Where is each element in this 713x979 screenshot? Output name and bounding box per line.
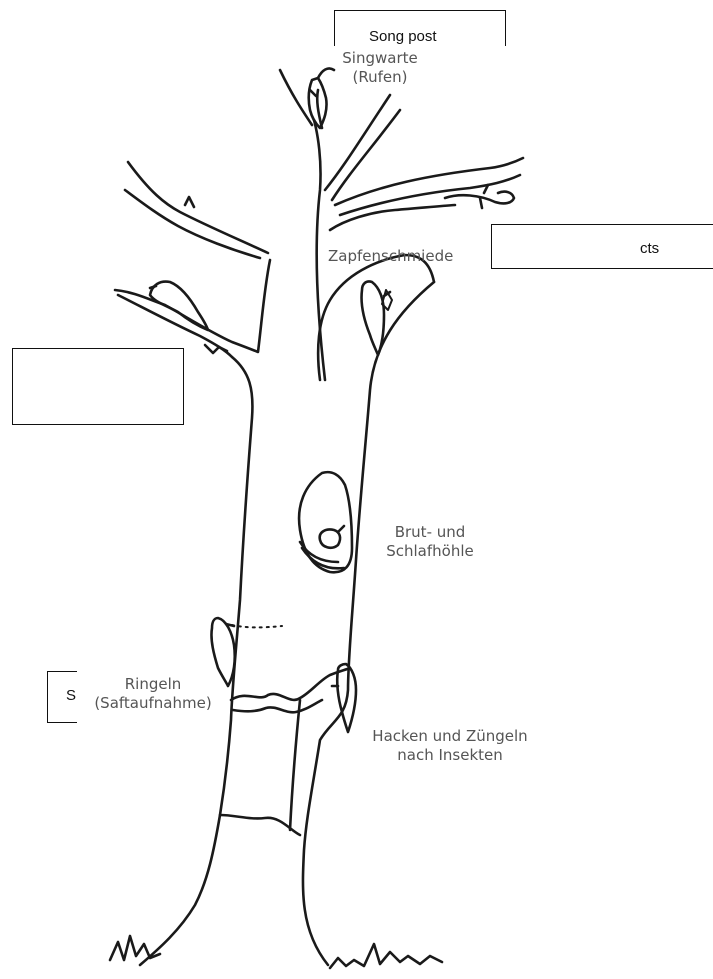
label-brut-line1: Brut- und xyxy=(375,523,485,542)
branch-top-center xyxy=(280,70,312,125)
overlay-box-song-post-text: Song post xyxy=(369,28,437,45)
overlay-box-cts-text: cts xyxy=(640,240,659,257)
trunk-lower-band-2 xyxy=(233,700,322,712)
label-ringeln-line1: Ringeln xyxy=(78,675,228,694)
label-ringeln: Ringeln (Saftaufnahme) xyxy=(78,675,228,713)
branch-top-right xyxy=(325,95,390,190)
branch-right-upper xyxy=(335,158,523,205)
nest-cavity-outline xyxy=(299,472,352,572)
label-brut-line2: Schlafhöhle xyxy=(375,542,485,561)
sap-ring-dots xyxy=(232,625,282,627)
label-ringeln-line2: (Saftaufnahme) xyxy=(78,694,228,713)
knot-left xyxy=(185,197,194,207)
trunk-lower-notch xyxy=(220,815,300,835)
trunk-right-outline xyxy=(303,282,434,965)
label-brut: Brut- und Schlafhöhle xyxy=(375,523,485,561)
roots-left xyxy=(110,936,160,960)
branch-right-lower xyxy=(330,205,455,230)
label-singwarte-line1: Singwarte xyxy=(325,49,435,68)
overlay-box-cts: cts xyxy=(491,224,713,269)
label-hacken: Hacken und Züngeln nach Insekten xyxy=(360,727,540,765)
label-hacken-line2: nach Insekten xyxy=(360,746,540,765)
woodpecker-nest xyxy=(320,526,344,548)
woodpecker-zapfenschmiede xyxy=(361,281,392,355)
overlay-box-blank xyxy=(12,348,184,425)
trunk-split-line xyxy=(290,700,300,830)
label-hacken-line1: Hacken und Züngeln xyxy=(360,727,540,746)
label-zapfenschmiede: Zapfenschmiede xyxy=(328,247,453,266)
label-singwarte-line2: (Rufen) xyxy=(325,68,435,87)
trunk-lower-band xyxy=(231,668,350,700)
label-singwarte: Singwarte (Rufen) xyxy=(325,49,435,87)
overlay-box-s: S xyxy=(47,671,77,723)
overlay-box-s-text: S xyxy=(66,687,76,704)
woodpecker-left-branch xyxy=(150,282,208,330)
branch-left-main-lower xyxy=(125,190,260,258)
roots-right xyxy=(330,944,442,968)
branch-right-upper-2 xyxy=(340,175,520,215)
overlay-box-song-post: Song post xyxy=(334,10,506,46)
